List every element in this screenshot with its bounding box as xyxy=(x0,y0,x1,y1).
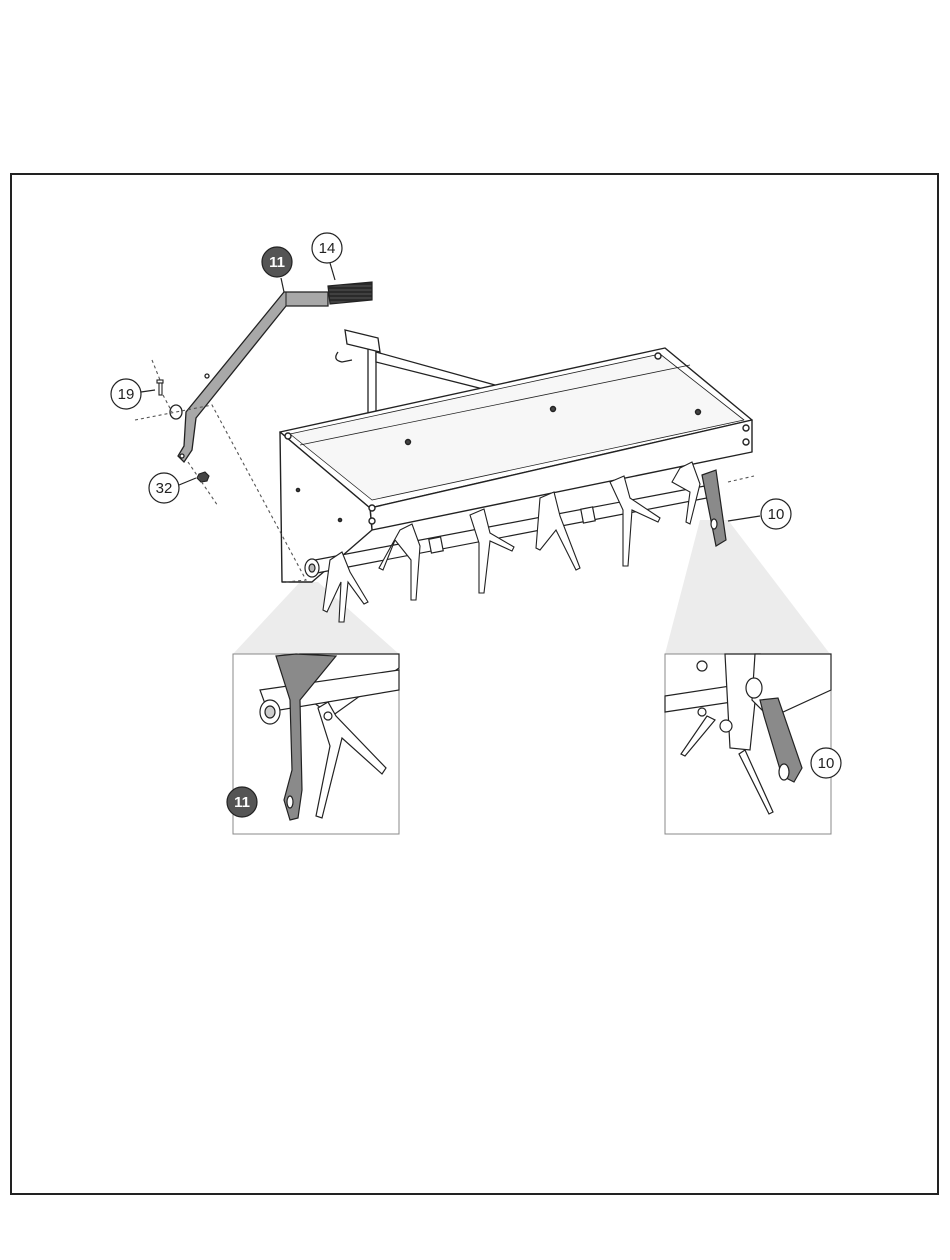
svg-text:10: 10 xyxy=(818,755,835,772)
left-detail-inset xyxy=(233,654,399,834)
left-inset-shade xyxy=(233,582,399,654)
callout-11-main: 11 xyxy=(262,247,292,277)
bolt-part-19 xyxy=(157,380,163,395)
svg-text:11: 11 xyxy=(269,254,285,271)
svg-text:11: 11 xyxy=(234,794,250,811)
callout-10-inset: 10 xyxy=(811,748,841,778)
right-inset-shade xyxy=(665,520,830,654)
callout-14: 14 xyxy=(312,233,342,263)
callout-11-inset: 11 xyxy=(227,787,257,817)
svg-text:19: 19 xyxy=(118,386,135,403)
svg-text:10: 10 xyxy=(768,506,785,523)
callout-19: 19 xyxy=(111,379,141,409)
grip-part-14 xyxy=(328,282,372,304)
callout-10-main: 10 xyxy=(761,499,791,529)
right-detail-inset xyxy=(665,654,831,834)
callout-32: 32 xyxy=(149,473,179,503)
svg-text:14: 14 xyxy=(319,240,336,257)
svg-text:32: 32 xyxy=(156,480,173,497)
aerator-box xyxy=(280,348,752,582)
